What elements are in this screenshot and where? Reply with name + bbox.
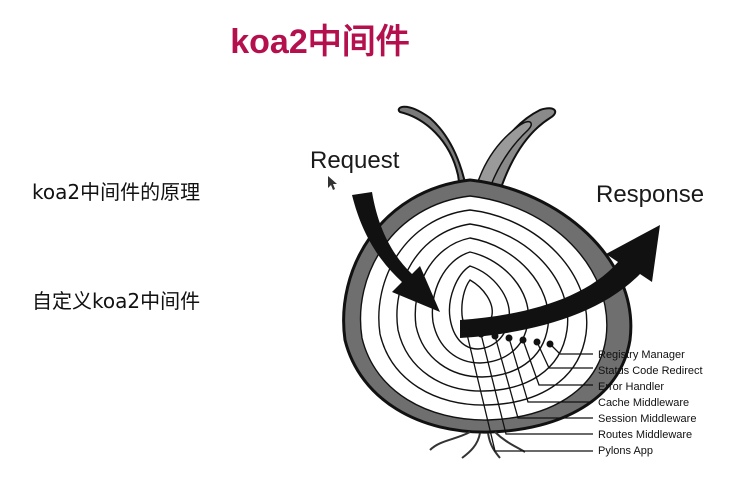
onion-diagram: Request Response Registry Manager Status… bbox=[310, 105, 704, 459]
layer-label-registry-manager: Registry Manager bbox=[598, 349, 685, 361]
slide-title: koa2中间件 bbox=[230, 23, 410, 61]
request-arrow bbox=[352, 192, 440, 312]
layer-label-error-handler: Error Handler bbox=[598, 381, 664, 393]
layer-label-session-middleware: Session Middleware bbox=[598, 413, 696, 425]
onion-roots bbox=[429, 431, 526, 459]
layer-dots bbox=[462, 326, 554, 348]
bullet-custom-middleware: 自定义koa2中间件 bbox=[32, 289, 201, 313]
request-label: Request bbox=[310, 147, 400, 174]
layer-label-routes-middleware: Routes Middleware bbox=[598, 429, 692, 441]
layer-leaders bbox=[465, 329, 593, 452]
cursor-icon bbox=[328, 176, 337, 190]
bullet-middleware-principle: koa2中间件的原理 bbox=[32, 180, 201, 204]
layer-label-pylons-app: Pylons App bbox=[598, 445, 653, 457]
layer-label-status-code-redirect: Status Code Redirect bbox=[598, 365, 703, 377]
response-label: Response bbox=[596, 181, 704, 208]
response-arrow bbox=[460, 225, 660, 338]
layer-label-cache-middleware: Cache Middleware bbox=[598, 397, 689, 409]
